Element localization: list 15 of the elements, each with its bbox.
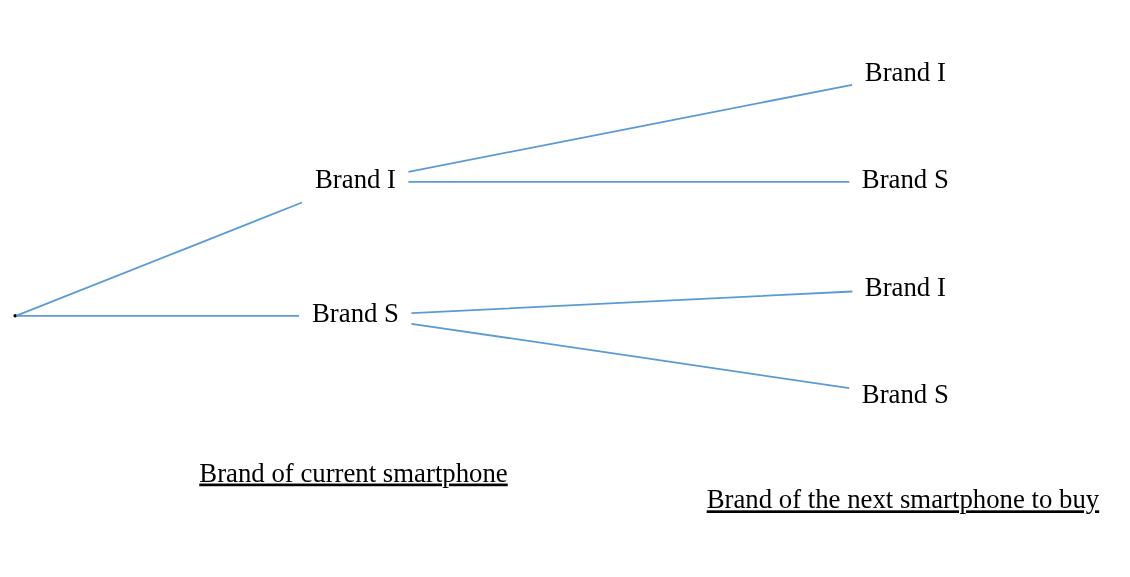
label: Brand of the next smartphone to buy [706,483,1100,514]
connector [407,83,854,173]
connector [15,314,300,317]
connector [410,290,854,314]
label: Brand of current smartphone [199,457,508,488]
node-text: Brand S [861,378,949,409]
node-text: Brand I [864,56,946,87]
node-text: Brand S [861,163,949,194]
node-text: Brand I [864,271,946,302]
node-text: Brand I [315,163,397,194]
connector [15,201,303,317]
node-text: Brand S [312,297,400,328]
connector [410,322,851,389]
connector [407,180,851,183]
node-point [13,313,17,318]
